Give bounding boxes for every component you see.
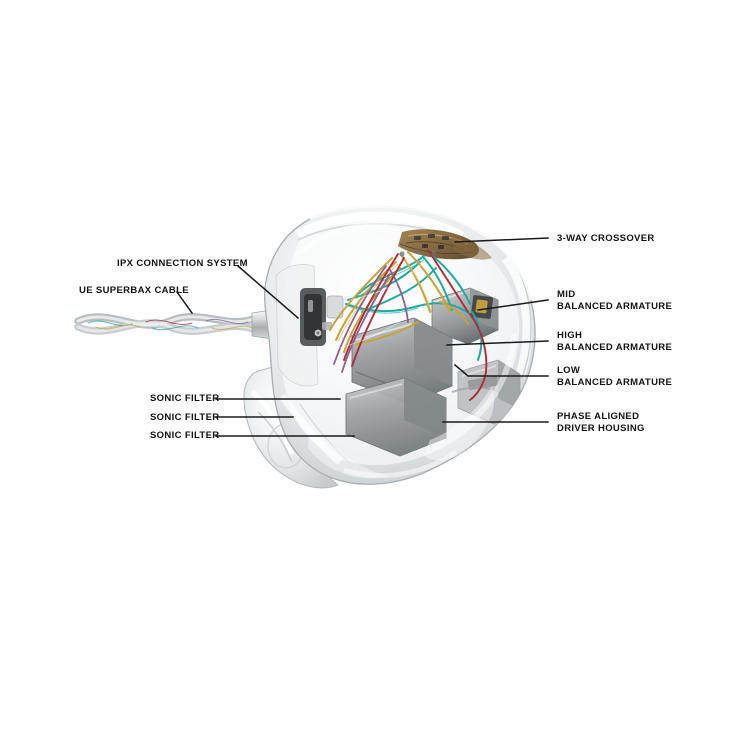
callout-ue-superbax-cable: UE SUPERBAX CABLE <box>79 285 189 297</box>
callout-ipx-connection-system: IPX CONNECTION SYSTEM <box>117 258 248 270</box>
callout-high-balanced-armature-line2: BALANCED ARMATURE <box>557 341 673 353</box>
callout-ue-superbax-cable-line1: UE SUPERBAX CABLE <box>79 285 189 296</box>
callout-sonic-filter-3-line1: SONIC FILTER <box>150 430 220 441</box>
callout-sonic-filter-3: SONIC FILTER <box>150 430 219 442</box>
callout-high-balanced-armature-line1: HIGH <box>557 330 583 341</box>
callout-low-balanced-armature: LOW BALANCED ARMATURE <box>557 365 672 388</box>
callout-sonic-filter-1-line1: SONIC FILTER <box>150 393 220 404</box>
callout-sonic-filter-2: SONIC FILTER <box>150 412 219 424</box>
callout-mid-balanced-armature-line1: MID <box>557 289 576 300</box>
callout-mid-balanced-armature-line2: BALANCED ARMATURE <box>557 300 673 312</box>
callout-phase-aligned-driver-housing-line1: PHASE ALIGNED <box>557 411 640 422</box>
callout-low-balanced-armature-line1: LOW <box>557 365 581 376</box>
callout-3-way-crossover: 3-WAY CROSSOVER <box>557 233 655 245</box>
callout-ipx-connection-system-line1: IPX CONNECTION SYSTEM <box>117 258 248 269</box>
callout-high-balanced-armature: HIGH BALANCED ARMATURE <box>557 330 672 353</box>
callout-sonic-filter-2-line1: SONIC FILTER <box>150 412 220 423</box>
acrylic-shell <box>243 205 536 489</box>
callout-low-balanced-armature-line2: BALANCED ARMATURE <box>557 376 673 388</box>
callout-3-way-crossover-line1: 3-WAY CROSSOVER <box>557 233 655 244</box>
callout-phase-aligned-driver-housing: PHASE ALIGNED DRIVER HOUSING <box>557 411 645 434</box>
internal-wiring <box>329 249 488 401</box>
callout-mid-balanced-armature: MID BALANCED ARMATURE <box>557 289 672 312</box>
callout-phase-aligned-driver-housing-line2: DRIVER HOUSING <box>557 422 645 434</box>
callout-sonic-filter-1: SONIC FILTER <box>150 393 219 405</box>
